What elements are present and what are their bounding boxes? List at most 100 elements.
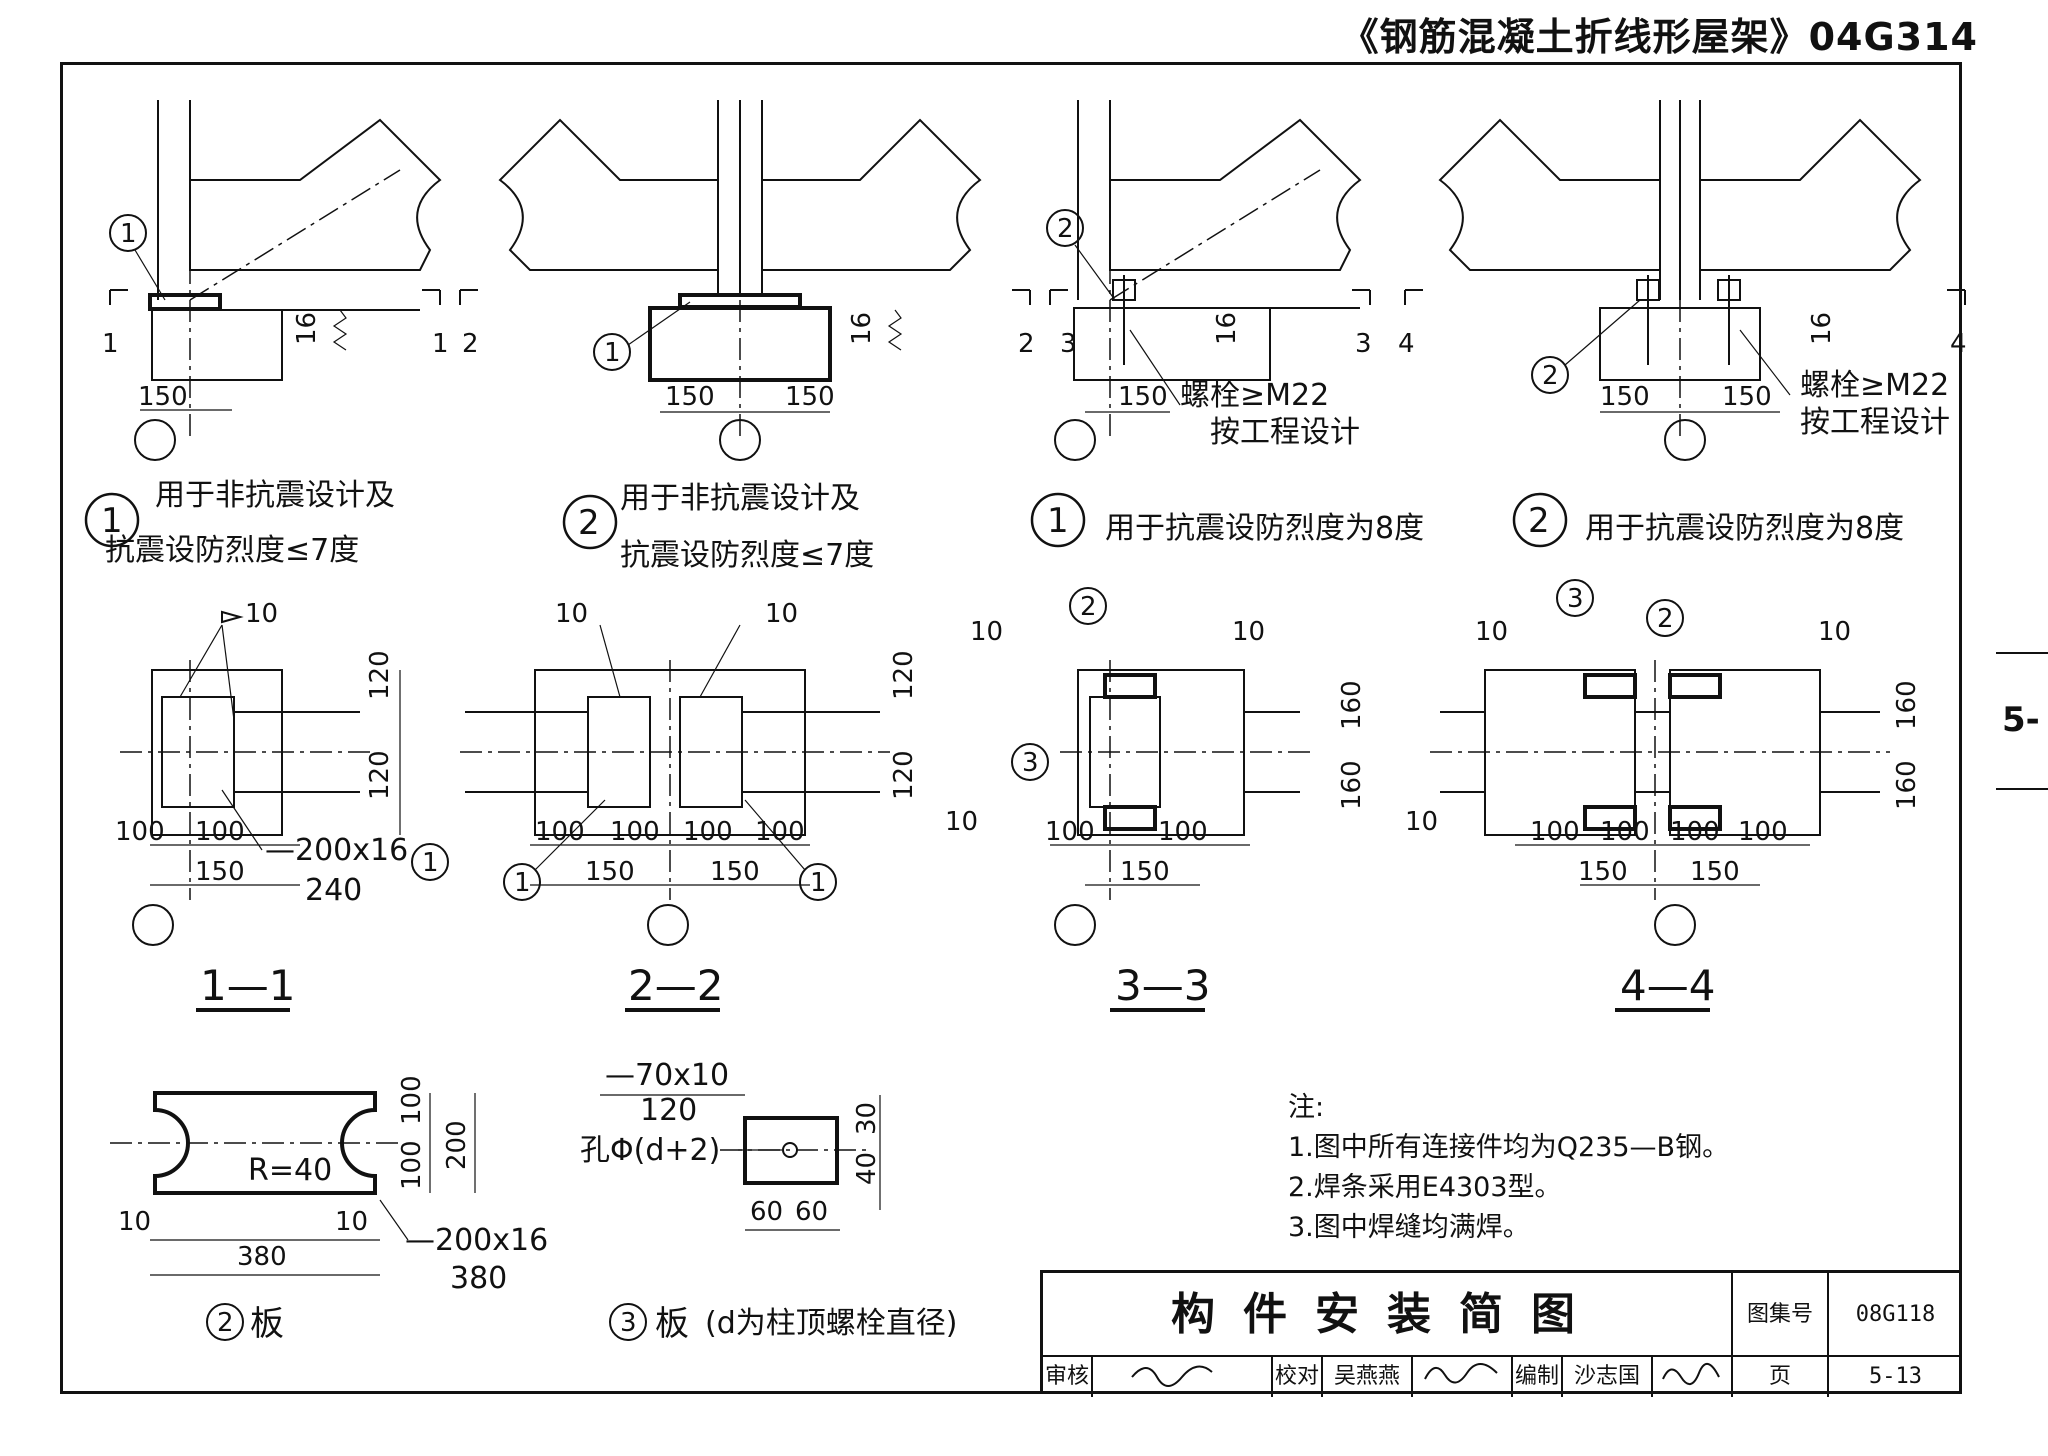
section-4-4: 3 2 10 10 10 160 160 100 100 100 100 150… [1405,579,1922,1012]
dim-100a: 100 [115,817,165,847]
detail-2-caption-1: 用于非抗震设计及 [620,481,860,516]
dim-150: 150 [138,382,188,412]
cut-label-4l: 4 [1398,329,1415,359]
dim-100-4: 100 [755,817,805,847]
check-label: 校对 [1273,1357,1323,1397]
dim-100b: 100 [1158,817,1208,847]
dim-100b: 100 [397,1140,427,1190]
detail-1-num: 1 [101,501,123,541]
detail-2-num: 2 [578,503,600,543]
plate-3-detail: —70x10 120 孔Φ(d+2) 30 40 60 60 3 板 (d为柱顶… [580,1058,957,1344]
detail-1-elevation: 1 1 16 150 1 1 用于非抗震设计及 抗震设防烈度≤7度 [84,100,449,568]
weld-size: 10 [245,599,278,629]
dim-150a: 150 [1578,857,1628,887]
section-3-3: 2 3 10 10 10 160 160 100 100 150 3—3 [945,587,1367,1012]
dim-160b: 160 [1892,760,1922,810]
callout-3: 3 [1022,748,1039,778]
signature-icon [1424,1363,1498,1384]
dim-100-1: 100 [1530,817,1580,847]
plate-2-num: 2 [217,1308,234,1338]
dim-160a: 160 [1892,680,1922,730]
dim-16: 16 [847,312,877,345]
plate-2-title: 板 [250,1304,284,1344]
dim-100b: 100 [195,817,245,847]
dim-150a: 150 [665,382,715,412]
weld-left: 10 [970,617,1003,647]
bolt-note: 按工程设计 [1210,415,1360,450]
dim-16: 16 [1807,312,1837,345]
section-label: 4—4 [1620,961,1715,1010]
detail-2-elevation: 2 2 16 150 150 1 2 用于非抗震设计及 抗震设防烈度≤7度 [459,100,1035,573]
dim-40: 40 [852,1152,882,1185]
plate-3-num: 3 [620,1308,637,1338]
callout-3: 3 [1567,584,1584,614]
weld-left: 10 [555,599,588,629]
draw-label: 编制 [1513,1357,1563,1397]
draw-name: 沙志国 [1563,1357,1653,1397]
radius: R=40 [248,1153,332,1188]
plate-3-subtitle: (d为柱顶螺栓直径) [705,1306,957,1341]
cut-label-2r: 2 [1018,329,1035,359]
dim-150b: 150 [1690,857,1740,887]
dim-150b: 150 [710,857,760,887]
weld-right: 10 [765,599,798,629]
page-number: 5-13 [1869,1364,1922,1389]
dim-380: 380 [237,1242,287,1272]
dim-60b: 60 [795,1197,828,1227]
weld-right: 10 [1232,617,1265,647]
draw-signature [1653,1357,1733,1397]
dim-60a: 60 [750,1197,783,1227]
plate-3-title: 板 [655,1304,689,1344]
dim-160b: 160 [1337,760,1367,810]
dim-150: 150 [1120,857,1170,887]
dim-150b: 150 [785,382,835,412]
dim-200: 200 [442,1120,472,1170]
plate-spec: —200x16 [265,833,408,868]
bolt-note: 按工程设计 [1800,405,1950,440]
page-label: 页 [1733,1357,1829,1397]
signature-icon [1131,1365,1213,1387]
dim-16: 16 [292,312,322,345]
dim-100a: 100 [1045,817,1095,847]
dim-160a: 160 [1337,680,1367,730]
dim-100-3: 100 [683,817,733,847]
callout-2: 2 [1057,214,1074,244]
dim-120a: 120 [889,650,919,700]
dim-16: 16 [1212,312,1242,345]
callout-2: 2 [1657,604,1674,634]
notes: 注: 1.图中所有连接件均为Q235—B钢。 2.焊条采用E4303型。 3.图… [1288,1088,1729,1248]
section-1-1: 10 120 120 100 100 150 —200x16 240 1 1—1 [115,599,449,1012]
check-name: 吴燕燕 [1323,1357,1413,1397]
dim-10b: 10 [335,1207,368,1237]
dim-150: 150 [195,857,245,887]
drawing-frame [60,62,1962,1394]
signature-icon [1662,1363,1720,1385]
review-label: 审核 [1043,1357,1093,1397]
atlas-label: 图集号 [1733,1273,1829,1357]
sheet-title: 《钢筋混凝土折线形屋架》04G314 [1340,15,1978,59]
section-label: 1—1 [200,961,295,1010]
hole-spec: 孔Φ(d+2) [580,1133,720,1168]
review-signature [1093,1357,1273,1397]
note-item: 1.图中所有连接件均为Q235—B钢。 [1288,1132,1730,1163]
dim-120a: 120 [365,650,395,700]
side-tab-label: 5- [2002,700,2040,740]
weld-bottom: 10 [1405,807,1438,837]
section-label: 2—2 [628,961,723,1010]
plate-2-detail: 100 100 200 R=40 10 10 380 —200x16 380 2… [110,1075,548,1344]
detail-3-elevation: 3 3 16 150 2 螺栓≥M22 按工程设计 1 用于抗震设防烈度为8度 [1030,100,1424,548]
cut-label-4r: 4 [1950,329,1967,359]
bolt-spec: 螺栓≥M22 [1800,368,1949,403]
dim-150a: 150 [1600,382,1650,412]
cut-label-1r: 1 [432,329,449,359]
plate-len: 120 [640,1093,697,1128]
dim-30: 30 [852,1102,882,1135]
drawing-title: 构件安装简图 [1043,1273,1733,1357]
callout-2: 2 [1542,361,1559,391]
dim-120b: 120 [365,750,395,800]
weld-left: 10 [1475,617,1508,647]
callout-1: 1 [422,848,439,878]
plate-spec: —200x16 [405,1223,548,1258]
detail-4-caption: 用于抗震设防烈度为8度 [1585,511,1904,546]
weld-bottom: 10 [945,807,978,837]
